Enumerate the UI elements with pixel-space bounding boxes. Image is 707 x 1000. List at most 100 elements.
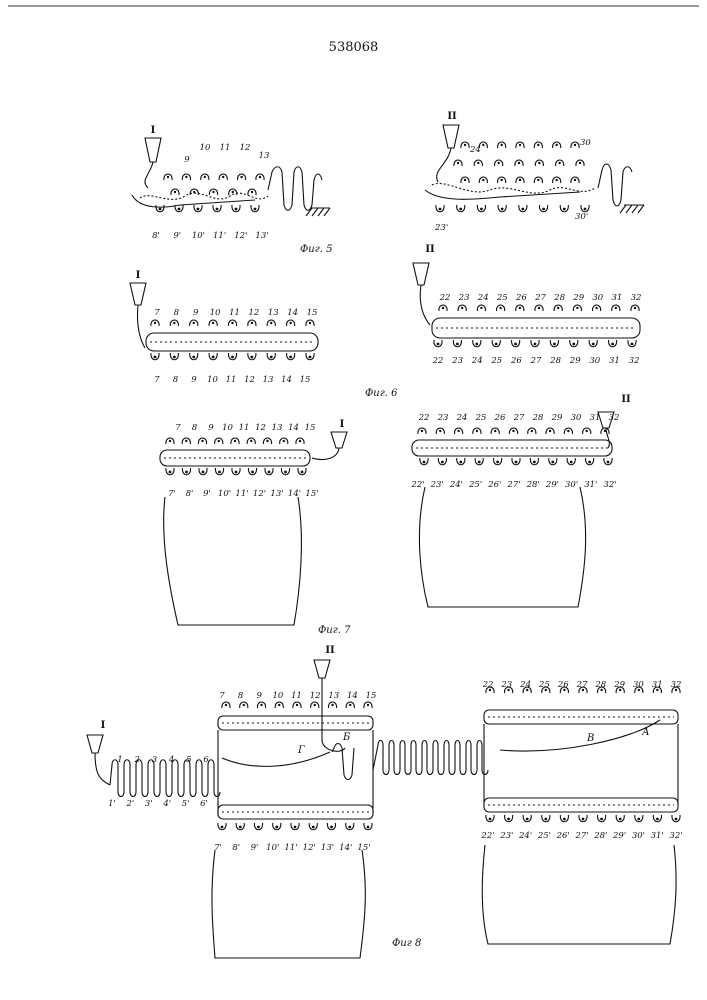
stitch-label: 12 bbox=[248, 308, 259, 318]
stitch-label: 25' bbox=[537, 831, 551, 841]
needle-loops-bottom bbox=[420, 458, 612, 465]
stitch-label: 26 bbox=[515, 293, 527, 303]
stitch-label: 28' bbox=[526, 480, 540, 490]
stitch-label: 11' bbox=[213, 231, 226, 241]
stitch-label: 8' bbox=[186, 489, 194, 499]
stitch-label: 32' bbox=[603, 480, 616, 490]
stitch-label: 15 bbox=[366, 691, 377, 701]
stitch-label: 29 bbox=[613, 680, 625, 690]
stitch-label: 11 bbox=[291, 691, 302, 701]
yarn-carrier-left bbox=[331, 432, 347, 448]
stitch-label: 15' bbox=[357, 843, 370, 853]
zigzag-yarn bbox=[268, 167, 322, 211]
bridge-yarn bbox=[373, 741, 488, 775]
stitch-label: 10' bbox=[218, 489, 231, 499]
stitch-label: 4' bbox=[162, 799, 171, 809]
stitch-label: 12' bbox=[303, 843, 316, 853]
stitch-label: 13 bbox=[268, 308, 279, 318]
stitch-label: 23' bbox=[499, 831, 513, 841]
region-label: Г bbox=[297, 745, 305, 756]
stitch-label: 27' bbox=[574, 831, 588, 841]
stitch-label: 14' bbox=[288, 489, 301, 499]
stitch-label: 3' bbox=[145, 799, 153, 809]
stitch-label: 2' bbox=[126, 799, 135, 809]
stitch-label: 3 bbox=[152, 755, 157, 765]
stitch-label: 9' bbox=[203, 489, 211, 499]
stitch-label: 7' bbox=[214, 843, 222, 853]
stitch-label: 31' bbox=[651, 831, 664, 841]
stitch-label: 10 bbox=[222, 423, 233, 433]
stitch-label: 26' bbox=[556, 831, 570, 841]
stitch-label: 31' bbox=[584, 480, 597, 490]
stitch-label: 11 bbox=[229, 308, 240, 318]
stitch-label: 9 bbox=[193, 308, 199, 318]
stitch-label: 29 bbox=[572, 293, 584, 303]
stitch-label: 30 bbox=[592, 293, 603, 303]
fabric-panel bbox=[482, 845, 676, 944]
stitch-label: 26 bbox=[557, 680, 569, 690]
region-label: В bbox=[586, 733, 594, 744]
stitch-label: 23 bbox=[451, 356, 463, 366]
stitch-label: 30 bbox=[633, 680, 644, 690]
figure-6 bbox=[130, 263, 640, 360]
stitch-label: 22 bbox=[439, 293, 451, 303]
stitch-label: 11 bbox=[226, 375, 237, 385]
stitch-label: 30 bbox=[580, 138, 591, 148]
carrier-label-right: II bbox=[325, 645, 335, 656]
stitch-label: 6' bbox=[200, 799, 208, 809]
fabric-panel bbox=[419, 487, 585, 607]
stitch-label: 30' bbox=[575, 212, 588, 222]
yarn-carrier-left bbox=[145, 138, 161, 162]
stitch-label: 8 bbox=[174, 308, 180, 318]
stitch-label: 22 bbox=[418, 413, 430, 423]
carrier-label-right: II bbox=[425, 244, 435, 255]
stitch-label: 25 bbox=[490, 356, 502, 366]
stitch-label: 23 bbox=[437, 413, 449, 423]
needle-loops-bottom bbox=[434, 340, 636, 347]
figure-caption: Фиг 8 bbox=[392, 938, 421, 949]
stitch-label: 10' bbox=[266, 843, 279, 853]
stitch-label: 11' bbox=[284, 843, 297, 853]
stitch-label: 22 bbox=[482, 680, 494, 690]
stitch-label: 27 bbox=[530, 356, 542, 366]
needle-loops-bottom bbox=[218, 823, 372, 830]
stitch-label: 7 bbox=[154, 375, 160, 385]
carrier-label-left: I bbox=[340, 419, 345, 430]
needle-loops-top bbox=[151, 320, 314, 326]
needle-loops-top bbox=[439, 305, 639, 311]
stitch-label: 8 bbox=[173, 375, 179, 385]
figure-caption: Фиг. 7 bbox=[318, 625, 351, 636]
stitch-label: 24' bbox=[518, 831, 532, 841]
yarn-carrier-left bbox=[130, 283, 146, 305]
stitch-label: 22 bbox=[432, 356, 444, 366]
stitch-label: 7 bbox=[154, 308, 160, 318]
stitch-label: 24 bbox=[456, 413, 468, 423]
stitch-label: 28 bbox=[553, 293, 565, 303]
carrier-label-left: I bbox=[101, 720, 106, 731]
stitch-label: 25 bbox=[475, 413, 487, 423]
stitch-label: 7 bbox=[175, 423, 181, 433]
stitch-label: 12' bbox=[234, 231, 247, 241]
stitch-label: 32 bbox=[609, 413, 620, 423]
stitch-label: 32 bbox=[629, 356, 640, 366]
stitch-label: 5' bbox=[182, 799, 190, 809]
stitch-label: 10 bbox=[200, 143, 211, 153]
stitch-label: 29' bbox=[545, 480, 559, 490]
stitch-label: 24' bbox=[449, 480, 463, 490]
stitch-label: 9 bbox=[184, 155, 190, 165]
figure-5 bbox=[132, 125, 644, 216]
carrier-label-left: I bbox=[151, 125, 156, 136]
stitch-label: 27 bbox=[534, 293, 546, 303]
carrier-label-left: I bbox=[136, 270, 141, 281]
fabric-panel bbox=[164, 497, 302, 625]
stitch-label: 28 bbox=[594, 680, 606, 690]
stitch-label: 14 bbox=[288, 423, 299, 433]
stitch-label: 12' bbox=[253, 489, 266, 499]
stitch-label: 30 bbox=[571, 413, 582, 423]
stitch-label: 30' bbox=[565, 480, 578, 490]
stitch-label: 15' bbox=[305, 489, 318, 499]
yarn-carrier-right bbox=[443, 125, 459, 148]
stitch-label: 32' bbox=[669, 831, 682, 841]
region-label: Б bbox=[342, 732, 351, 743]
